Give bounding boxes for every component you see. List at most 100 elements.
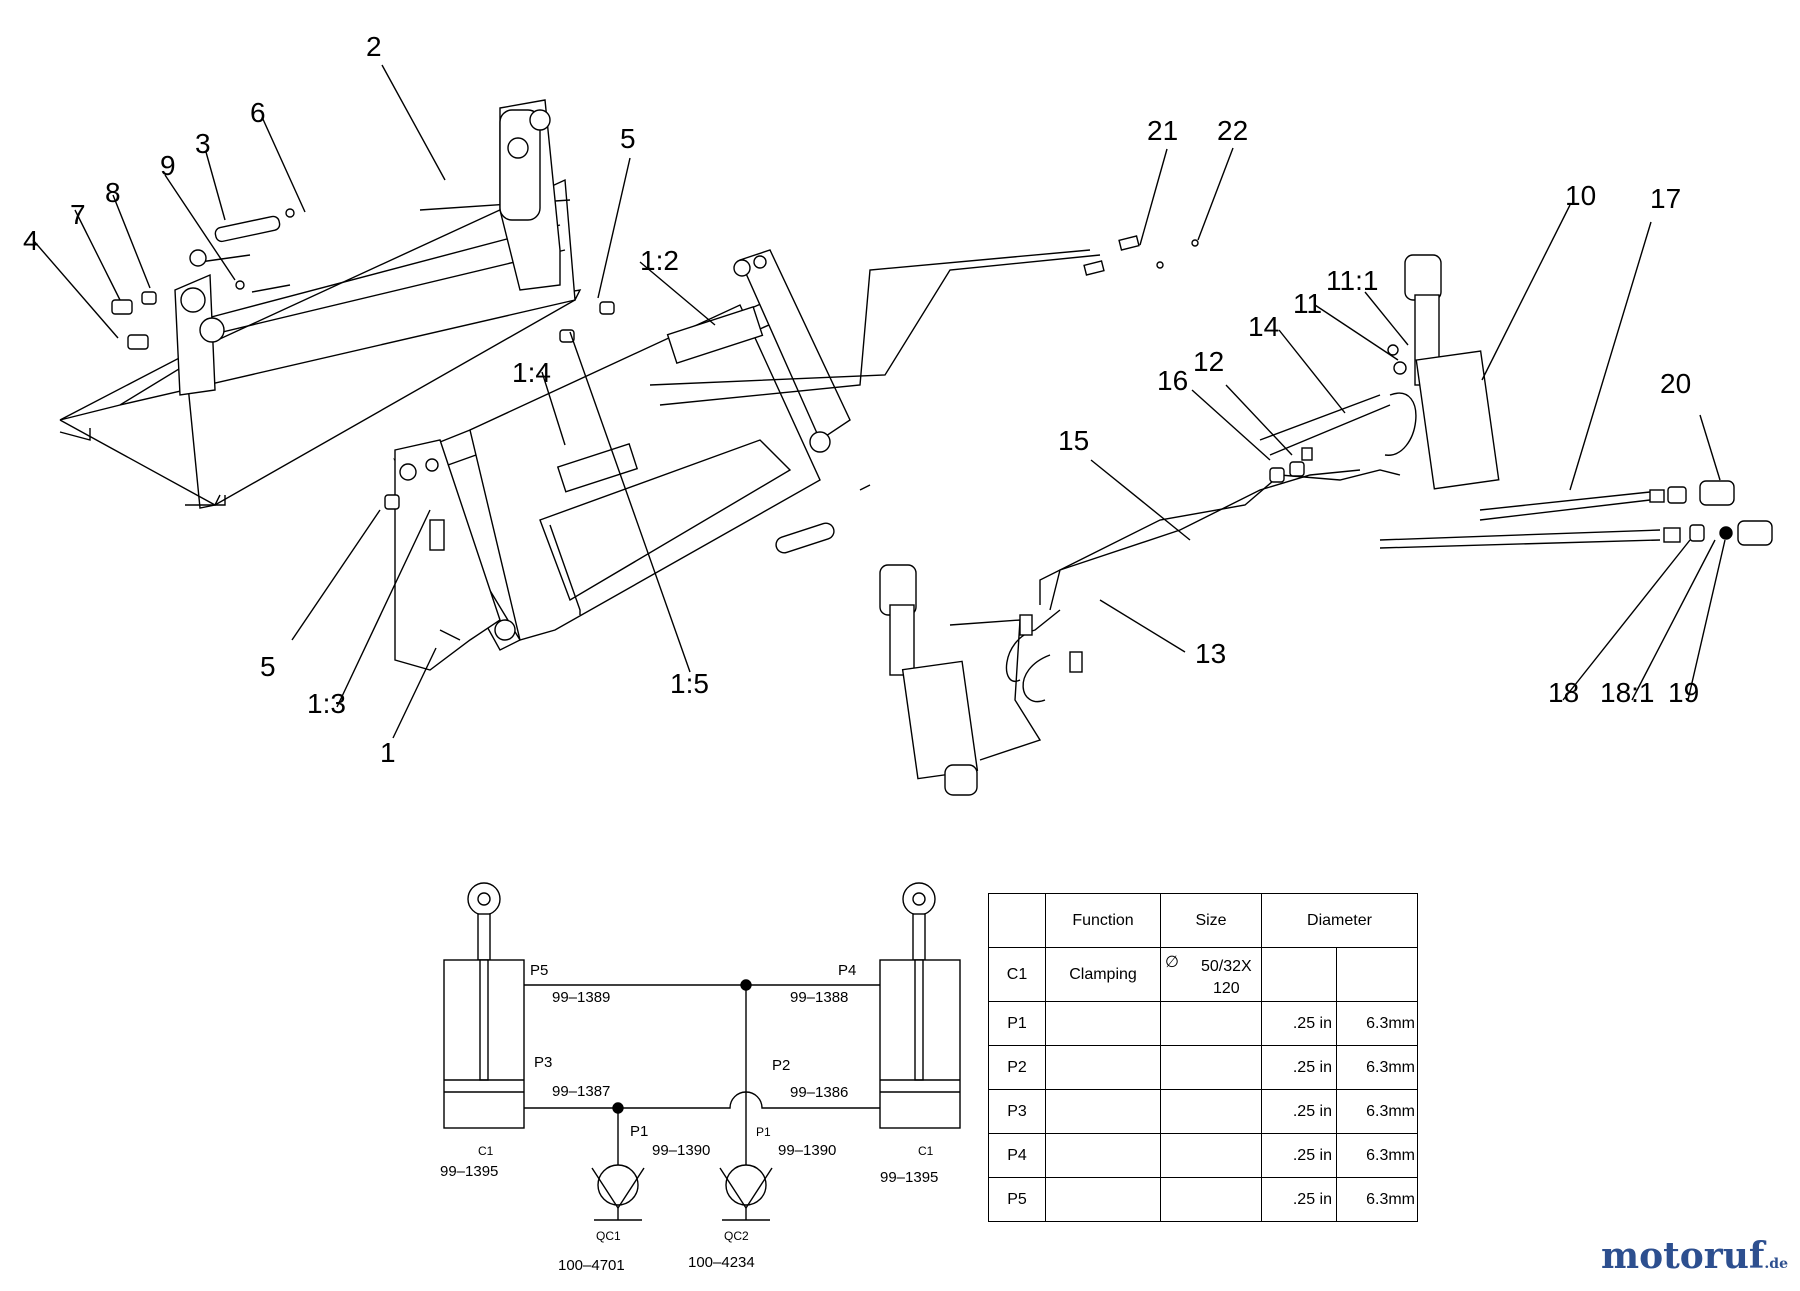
row-function xyxy=(1045,1133,1161,1178)
table-row: C1 Clamping ∅ 50/32X 120 xyxy=(988,947,1418,1002)
label-p1-right: P1 xyxy=(756,1125,771,1139)
header-cell-blank xyxy=(988,893,1046,948)
size-line-1: 50/32X xyxy=(1201,958,1252,975)
label-c1-left-part: 99–1395 xyxy=(440,1163,498,1180)
label-c1-right: C1 xyxy=(918,1144,934,1158)
row-mm: 6.3mm xyxy=(1336,1133,1418,1178)
callout-19: 19 xyxy=(1668,677,1699,708)
callout-5-lower: 5 xyxy=(260,651,276,682)
callout-5: 5 xyxy=(620,123,636,154)
label-p5: P5 xyxy=(530,962,548,979)
row-id: P3 xyxy=(988,1089,1046,1134)
callout-10: 10 xyxy=(1565,180,1596,211)
label-p4-part: 99–1388 xyxy=(790,989,848,1006)
label-c1-left: C1 xyxy=(478,1144,494,1158)
callout-15: 15 xyxy=(1058,425,1089,456)
header-diameter: Diameter xyxy=(1261,893,1418,948)
label-qc2: QC2 xyxy=(724,1229,749,1243)
row-id: P1 xyxy=(988,1001,1046,1046)
label-p2-part: 99–1386 xyxy=(790,1084,848,1101)
callout-1-2: 1:2 xyxy=(640,245,679,276)
row-in: .25 in xyxy=(1261,1177,1337,1222)
row-function xyxy=(1045,1045,1161,1090)
row-size xyxy=(1160,1001,1262,1046)
callout-14: 14 xyxy=(1248,311,1279,342)
callout-1-5: 1:5 xyxy=(670,668,709,699)
table-row: P5 .25 in 6.3mm xyxy=(988,1177,1418,1222)
size-line-2: 120 xyxy=(1213,980,1240,997)
callout-17: 17 xyxy=(1650,183,1681,214)
callout-1-4: 1:4 xyxy=(512,357,551,388)
label-qc1: QC1 xyxy=(596,1229,621,1243)
callout-18-1: 18:1 xyxy=(1600,677,1655,708)
label-p3-part: 99–1387 xyxy=(552,1083,610,1100)
table-header-row: Function Size Diameter xyxy=(988,893,1418,948)
row-size xyxy=(1160,1089,1262,1134)
row-in: .25 in xyxy=(1261,1045,1337,1090)
callout-9: 9 xyxy=(160,150,176,181)
header-size: Size xyxy=(1160,893,1262,948)
callout-2: 2 xyxy=(366,31,382,62)
label-c1-right-part: 99–1395 xyxy=(880,1169,938,1186)
table-row: P4 .25 in 6.3mm xyxy=(988,1133,1418,1178)
row-mm: 6.3mm xyxy=(1336,1089,1418,1134)
table-row: P2 .25 in 6.3mm xyxy=(988,1045,1418,1090)
row-size xyxy=(1160,1133,1262,1178)
callout-20: 20 xyxy=(1660,368,1691,399)
label-p1-right-part: 99–1390 xyxy=(778,1142,836,1159)
row-size: ∅ 50/32X 120 xyxy=(1160,947,1262,1002)
callout-11-1: 11:1 xyxy=(1326,265,1378,296)
row-in xyxy=(1261,947,1337,1002)
label-p2: P2 xyxy=(772,1057,790,1074)
bucket-drawing xyxy=(59,99,582,509)
callout-7: 7 xyxy=(70,199,86,230)
callout-4: 4 xyxy=(23,225,39,256)
label-p3: P3 xyxy=(534,1054,552,1071)
schematic-labels: P5 99–1389 P4 99–1388 P3 99–1387 P2 99–1… xyxy=(440,962,938,1274)
callout-12: 12 xyxy=(1193,346,1224,377)
label-qc1-part: 100–4701 xyxy=(558,1257,625,1274)
label-p1-left-part: 99–1390 xyxy=(652,1142,710,1159)
label-p1-left: P1 xyxy=(630,1123,648,1140)
hose-spec-table: Function Size Diameter C1 Clamping ∅ 50/… xyxy=(988,893,1418,1222)
watermark-logo: motoruf.de xyxy=(1601,1235,1788,1277)
callout-21: 21 xyxy=(1147,115,1178,146)
callout-8: 8 xyxy=(105,177,121,208)
callout-numbers: 2 6 3 9 8 7 4 5 1:2 1:4 5 1:3 1 1:5 21 2… xyxy=(23,31,1699,768)
table-row: P1 .25 in 6.3mm xyxy=(988,1001,1418,1046)
watermark-text: motoruf xyxy=(1601,1235,1765,1277)
pin-and-bolts xyxy=(111,208,295,350)
label-qc2-part: 100–4234 xyxy=(688,1254,755,1271)
frame-drawing xyxy=(384,249,871,671)
label-p5-part: 99–1389 xyxy=(552,989,610,1006)
row-function xyxy=(1045,1177,1161,1222)
callout-18: 18 xyxy=(1548,677,1579,708)
row-mm xyxy=(1336,947,1418,1002)
callout-16: 16 xyxy=(1157,365,1188,396)
table-row: P3 .25 in 6.3mm xyxy=(988,1089,1418,1134)
hydraulic-schematic xyxy=(443,882,961,1221)
row-id: P2 xyxy=(988,1045,1046,1090)
diameter-symbol: ∅ xyxy=(1165,954,1179,971)
callout-1-3: 1:3 xyxy=(307,688,346,719)
header-function: Function xyxy=(1045,893,1161,948)
row-in: .25 in xyxy=(1261,1001,1337,1046)
row-function xyxy=(1045,1001,1161,1046)
callout-3: 3 xyxy=(195,128,211,159)
label-p4: P4 xyxy=(838,962,856,979)
hydraulic-drawing xyxy=(649,235,1773,796)
row-size xyxy=(1160,1177,1262,1222)
row-id: C1 xyxy=(988,947,1046,1002)
leader-lines xyxy=(32,64,1726,739)
row-in: .25 in xyxy=(1261,1133,1337,1178)
row-function: Clamping xyxy=(1045,947,1161,1002)
row-id: P4 xyxy=(988,1133,1046,1178)
callout-13: 13 xyxy=(1195,638,1226,669)
row-in: .25 in xyxy=(1261,1089,1337,1134)
row-id: P5 xyxy=(988,1177,1046,1222)
callout-6: 6 xyxy=(250,97,266,128)
row-mm: 6.3mm xyxy=(1336,1177,1418,1222)
callout-22: 22 xyxy=(1217,115,1248,146)
